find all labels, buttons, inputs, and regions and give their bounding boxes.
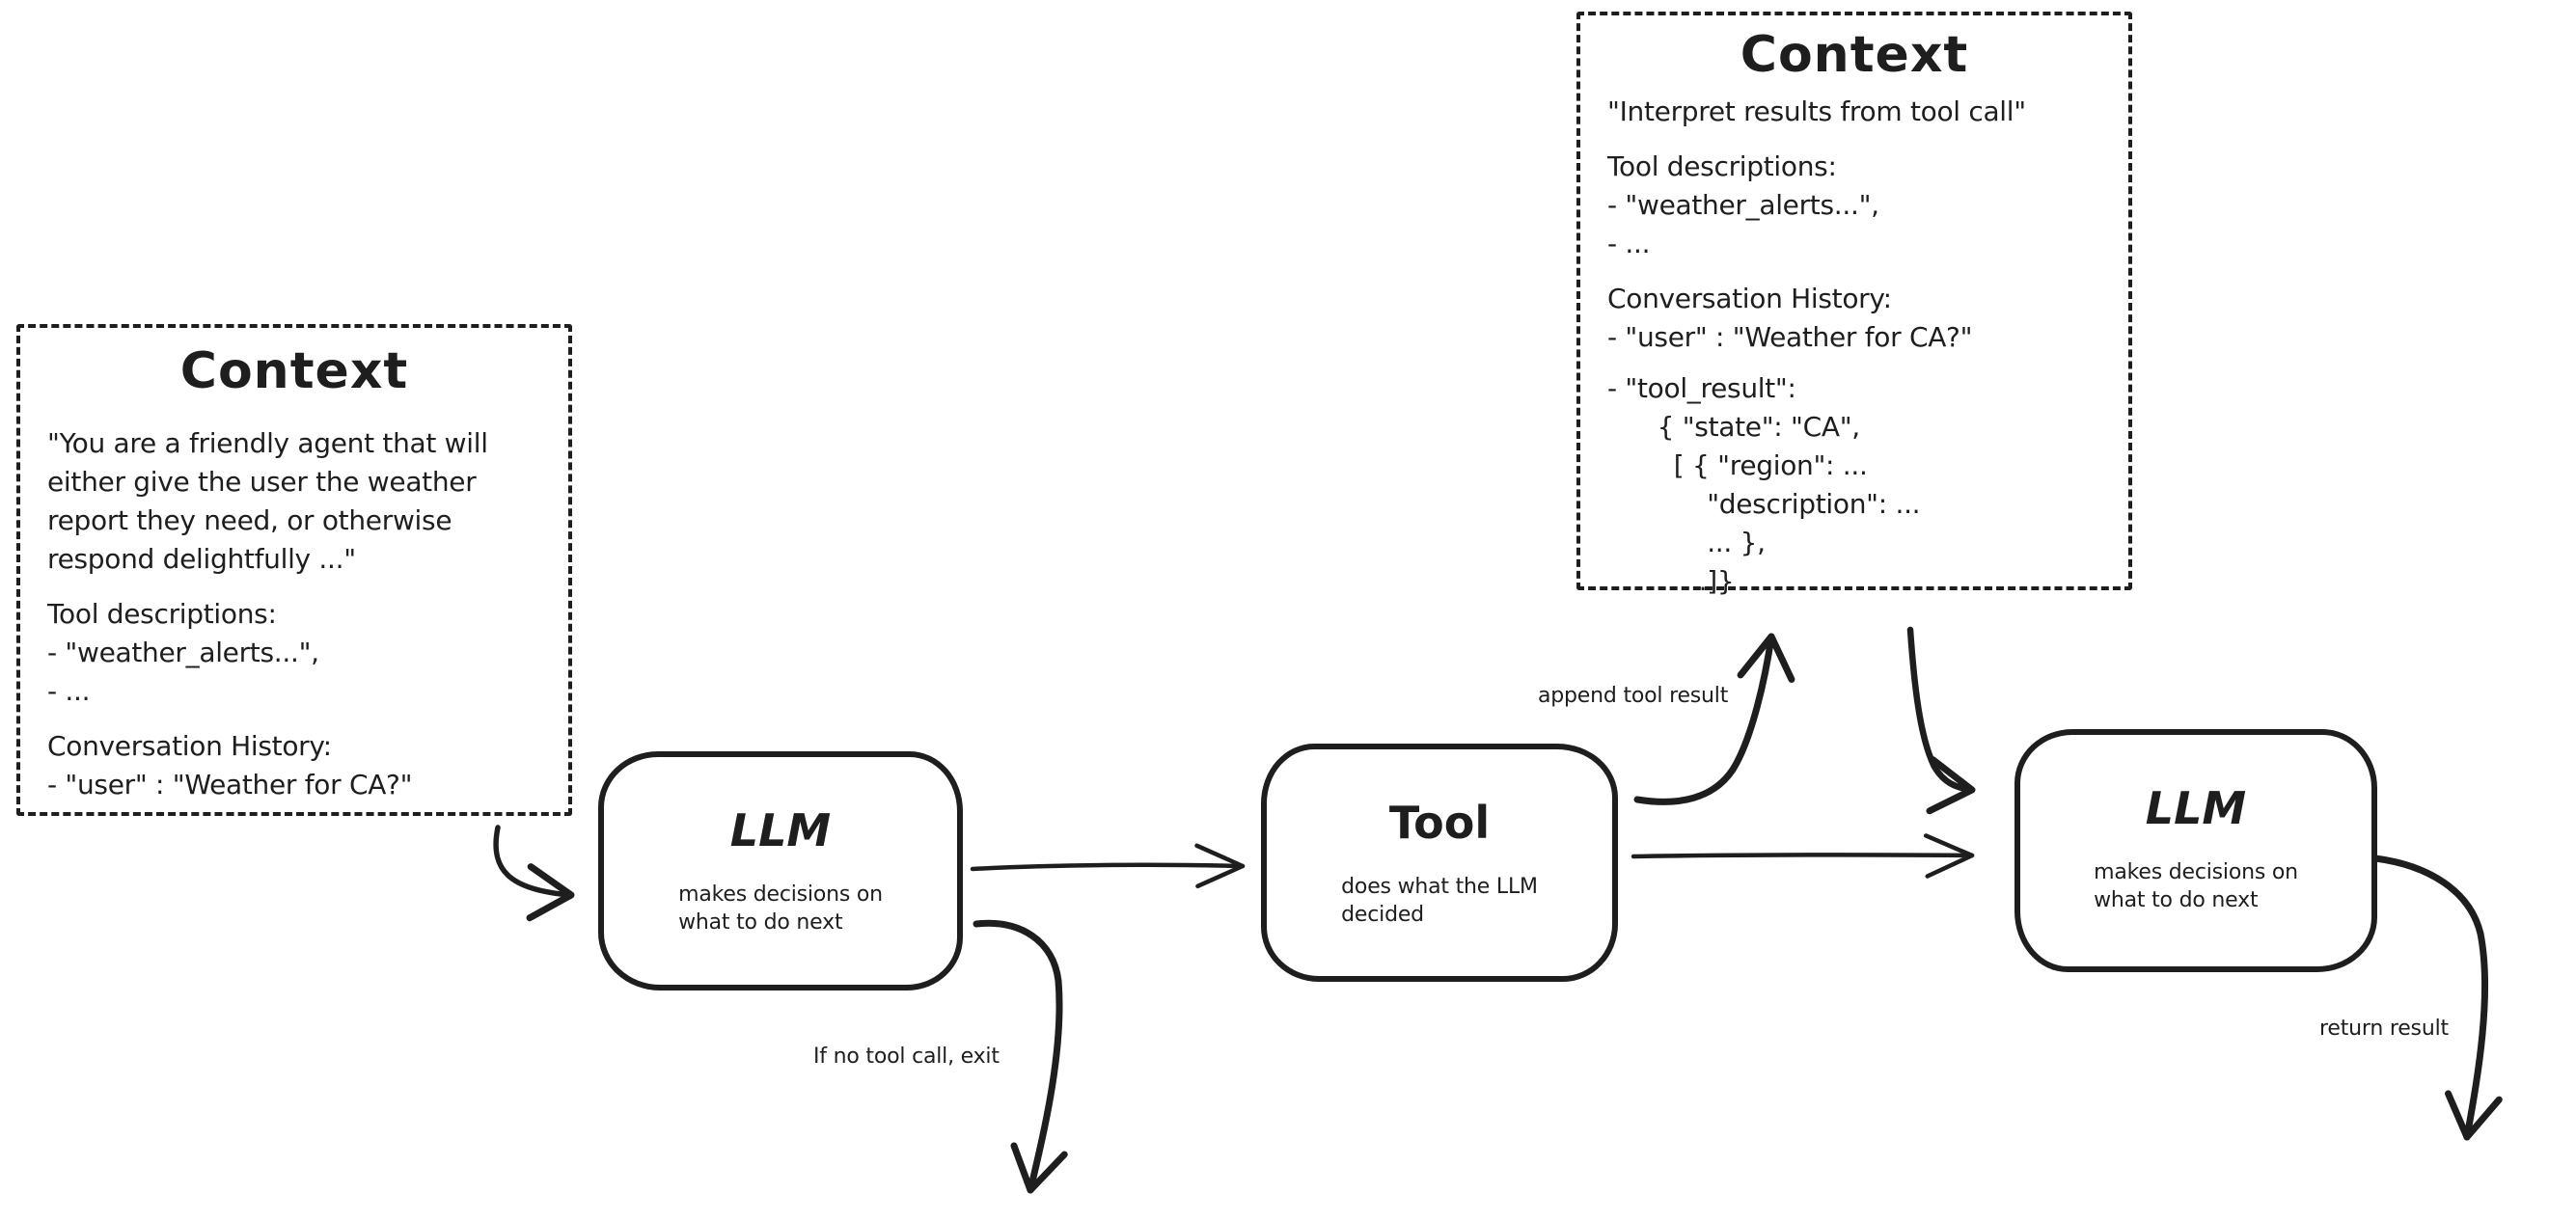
node-llm-first-subtitle: makes decisions on what to do next bbox=[678, 882, 883, 935]
context-box-top: Context "Interpret results from tool cal… bbox=[1576, 12, 2132, 597]
context-top-title: Context bbox=[1740, 26, 1969, 84]
context-left-tool-descriptions: Tool descriptions: - "weather_alerts..."… bbox=[47, 595, 541, 711]
return-result-label: return result bbox=[2319, 1017, 2449, 1041]
node-tool-title: Tool bbox=[1388, 797, 1491, 849]
conversation-item: ...]} bbox=[1607, 565, 1735, 597]
context-left-title: Context bbox=[179, 342, 409, 400]
conversation-history-heading: Conversation History: bbox=[47, 730, 332, 762]
tool-description-item: - ... bbox=[1607, 228, 1651, 259]
tool-description-item: - "weather_alerts...", bbox=[47, 637, 319, 668]
node-tool-subtitle: does what the LLM decided bbox=[1341, 875, 1538, 927]
conversation-item: ... }, bbox=[1607, 527, 1766, 558]
node-llm-second-title: LLM bbox=[2145, 782, 2247, 834]
node-llm-second: LLM makes decisions on what to do next bbox=[2014, 729, 2377, 972]
arrow-llm-to-tool bbox=[970, 843, 1246, 889]
conversation-item: "description": ... bbox=[1607, 488, 1921, 520]
node-tool: Tool does what the LLM decided bbox=[1261, 744, 1618, 982]
tool-descriptions-heading: Tool descriptions: bbox=[1607, 150, 1837, 182]
conversation-item: - "tool_result": bbox=[1607, 372, 1796, 404]
no-tool-call-exit-label: If no tool call, exit bbox=[813, 1045, 1000, 1069]
context-top-tool-descriptions: Tool descriptions: - "weather_alerts..."… bbox=[1607, 148, 2101, 263]
arrow-llm-second-return bbox=[2371, 855, 2503, 1141]
arrow-llm-exit bbox=[973, 919, 1068, 1194]
tool-description-item: - "weather_alerts...", bbox=[1607, 189, 1879, 221]
append-tool-result-label: append tool result bbox=[1538, 684, 1729, 708]
context-top-instruction: "Interpret results from tool call" bbox=[1607, 95, 2026, 127]
conversation-item: - "user" : "Weather for CA?" bbox=[1607, 321, 1973, 353]
tool-description-item: - ... bbox=[47, 675, 91, 707]
context-box-left: Context "You are a friendly agent that w… bbox=[16, 324, 572, 816]
tool-descriptions-heading: Tool descriptions: bbox=[47, 598, 277, 630]
arrow-context-left-to-llm bbox=[493, 825, 575, 922]
conversation-item: [ { "region": ... bbox=[1607, 449, 1868, 481]
node-llm-first: LLM makes decisions on what to do next bbox=[598, 751, 963, 990]
arrow-tool-append-to-context bbox=[1633, 633, 1795, 805]
node-llm-first-title: LLM bbox=[729, 804, 832, 856]
conversation-history-heading: Conversation History: bbox=[1607, 283, 1892, 314]
context-top-conversation-history: Conversation History: - "user" : "Weathe… bbox=[1607, 280, 2101, 601]
arrow-tool-to-llm-second bbox=[1631, 833, 1975, 879]
context-left-conversation-history: Conversation History: - "user" : "Weathe… bbox=[47, 727, 541, 804]
conversation-item: { "state": "CA", bbox=[1607, 411, 1861, 443]
conversation-item: - "user" : "Weather for CA?" bbox=[47, 769, 413, 800]
node-llm-second-subtitle: makes decisions on what to do next bbox=[2094, 860, 2298, 912]
arrow-context-to-llm-second bbox=[1906, 626, 1976, 815]
context-left-system-prompt: "You are a friendly agent that will eith… bbox=[47, 427, 488, 575]
